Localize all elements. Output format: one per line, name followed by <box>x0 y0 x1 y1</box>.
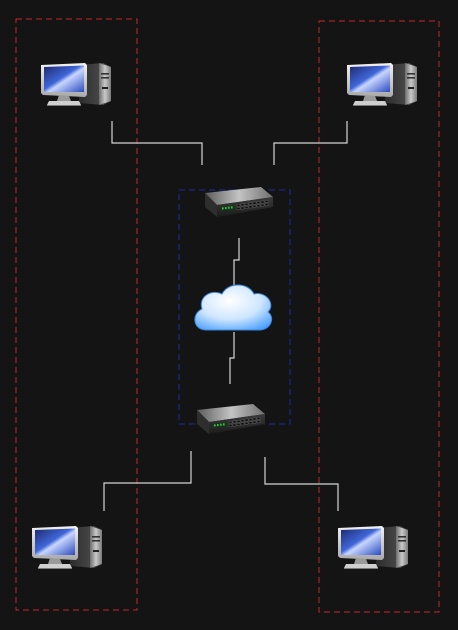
right-group-border <box>318 20 440 613</box>
link-top-left-to-switch <box>111 121 203 165</box>
link-switch-to-bottom-left <box>103 451 192 511</box>
network-switch-icon <box>204 186 274 218</box>
link-switch-to-bottom-right <box>264 457 339 511</box>
desktop-computer-icon <box>338 526 408 569</box>
link-cloud-to-switch <box>229 332 235 384</box>
network-switch-icon <box>196 403 266 435</box>
link-top-right-to-switch <box>273 121 348 165</box>
desktop-computer-icon <box>41 63 111 106</box>
left-group-border <box>15 18 138 611</box>
desktop-computer-icon <box>347 63 417 106</box>
desktop-computer-icon <box>32 526 102 569</box>
link-switch-to-cloud <box>233 238 240 285</box>
cloud-icon <box>194 284 273 331</box>
